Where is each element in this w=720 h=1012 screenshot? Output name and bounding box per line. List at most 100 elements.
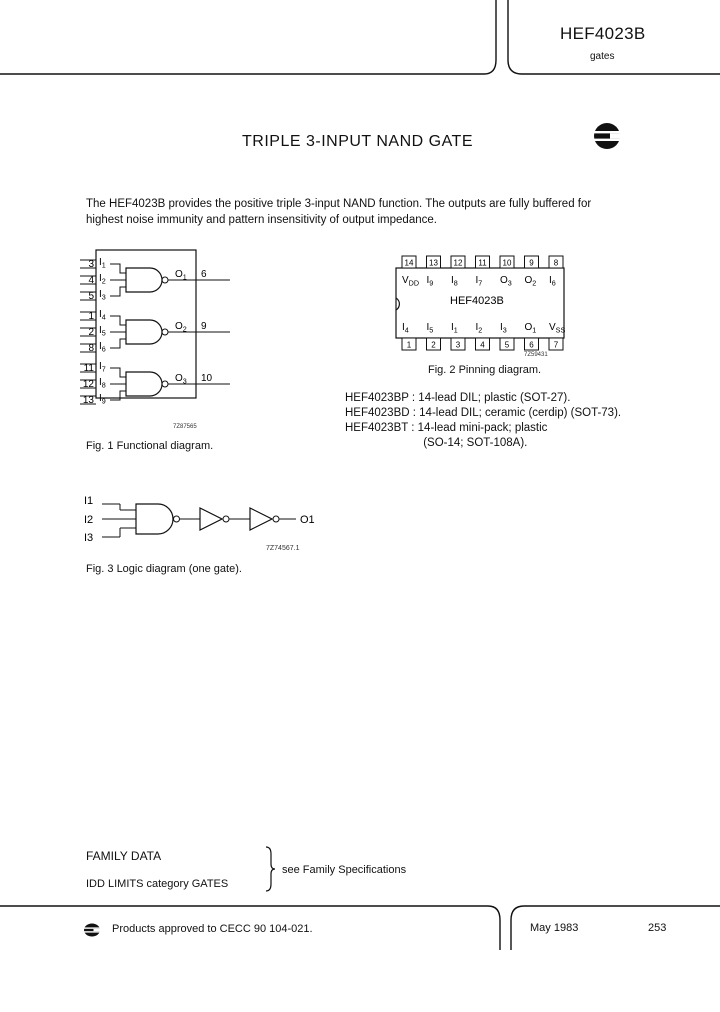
bottom-pin-number: 5 [505, 341, 510, 350]
inverter-bubble-icon [161, 328, 169, 336]
fig1-pin-number: 5 [88, 291, 94, 302]
top-pin-box [475, 255, 490, 269]
ordering-info: HEF4023BP : 14-lead DIL; plastic (SOT-27… [345, 391, 621, 451]
fig1-input-label: I1 [99, 257, 106, 270]
fig1-input-label: I5 [99, 325, 106, 338]
top-pin-label: VDD [402, 275, 419, 288]
top-pin-number: 14 [405, 259, 414, 268]
chip-label: HEF4023B [450, 295, 504, 307]
bottom-pin-box [524, 337, 539, 351]
fig1-pin-number: 3 [88, 259, 94, 270]
logic-input-1: I1 [84, 495, 93, 507]
publication-date: May 1983 [530, 922, 579, 934]
bottom-pin-label: I1 [451, 322, 458, 335]
philips-logo-icon [593, 123, 621, 149]
logic-output: O1 [300, 514, 315, 526]
fig1-output-label: O3 [175, 373, 187, 386]
top-pin-box [450, 255, 466, 269]
see-family-specs: see Family Specifications [282, 864, 407, 876]
fig1-caption: Fig. 1 Functional diagram. [86, 440, 214, 452]
bottom-pin-number: 1 [407, 341, 412, 350]
top-pin-box [401, 255, 417, 269]
philips-logo-small-icon [84, 923, 100, 937]
top-pin-label: I6 [549, 275, 556, 288]
page-number: 253 [648, 922, 667, 934]
top-pin-number: 13 [429, 259, 438, 268]
bottom-pin-box [475, 337, 490, 351]
ordering-row: HEF4023BP : 14-lead DIL; plastic (SOT-27… [345, 392, 571, 404]
bottom-pin-number: 7 [554, 341, 559, 350]
bottom-pin-number: 4 [480, 341, 485, 350]
fig3-caption: Fig. 3 Logic diagram (one gate). [86, 563, 242, 575]
bottom-pin-box [401, 337, 417, 351]
fig1-pin-number: 8 [88, 343, 94, 354]
nand-gate-icon [125, 319, 163, 345]
bottom-pin-label: I2 [476, 322, 483, 335]
fig1-input-label: I6 [99, 341, 106, 354]
fig1-input-label: I2 [99, 273, 106, 286]
fig1-pin-number: 4 [88, 275, 94, 286]
inverter-bubble-icon [161, 380, 169, 388]
fig1-input-label: I8 [99, 377, 106, 390]
part-number: HEF4023B [560, 24, 646, 43]
brace-icon [265, 846, 276, 892]
fig2-caption: Fig. 2 Pinning diagram. [428, 364, 542, 376]
top-pin-number: 8 [554, 259, 559, 268]
top-pin-box [499, 255, 515, 269]
fig2-code: 7Z59431 [524, 352, 548, 358]
top-pin-label: I8 [451, 275, 458, 288]
cecc-approval-note: Products approved to CECC 90 104-021. [112, 923, 313, 935]
top-pin-box [548, 255, 564, 269]
bottom-pin-label: I3 [500, 322, 507, 335]
pinning-diagram: 14VDD13I912I811I710O39O28I61I42I53I14I25… [395, 255, 565, 358]
bottom-pin-number: 6 [529, 341, 534, 350]
nand-gate-icon [125, 267, 163, 293]
ordering-row: (SO-14; SOT-108A). [420, 437, 528, 449]
top-pin-box [524, 255, 539, 269]
fig1-input-label: I3 [99, 289, 106, 302]
bottom-pin-label: I4 [402, 322, 409, 335]
bottom-pin-number: 3 [456, 341, 461, 350]
bottom-pin-label: VSS [549, 322, 565, 335]
fig1-input-label: I7 [99, 361, 106, 374]
logic-input-3: I3 [84, 532, 93, 544]
top-pin-label: O3 [500, 275, 512, 288]
page-title: TRIPLE 3-INPUT NAND GATE [242, 133, 473, 150]
bottom-pin-label: I5 [427, 322, 434, 335]
fig1-output-label: O1 [175, 269, 187, 282]
ordering-row: HEF4023BD : 14-lead DIL; ceramic (cerdip… [345, 407, 622, 419]
idd-limits-label: IDD LIMITS category GATES [86, 878, 229, 890]
fig1-pin-number: 12 [83, 379, 95, 390]
bottom-pin-box [499, 337, 515, 351]
fig1-output-pin: 6 [201, 269, 207, 280]
fig1-pin-number: 1 [88, 311, 94, 322]
category-label: gates [590, 51, 615, 62]
fig1-pin-number: 11 [84, 363, 95, 374]
top-pin-box [426, 255, 441, 269]
nand-gate-icon [125, 371, 163, 397]
logic-input-2: I2 [84, 514, 93, 526]
bottom-pin-number: 2 [431, 341, 436, 350]
top-pin-label: O2 [525, 275, 537, 288]
inverter-bubble-icon [161, 276, 169, 284]
top-pin-label: I7 [476, 275, 483, 288]
bottom-pin-box [450, 337, 466, 351]
fig1-pin-number: 13 [83, 395, 95, 406]
fig1-input-label: I9 [99, 393, 106, 406]
fig1-code: 7Z87565 [173, 424, 197, 430]
top-pin-number: 11 [478, 259, 487, 268]
logic-diagram: I1 I2 I3 O1 7Z74567.1 [84, 495, 315, 552]
fig1-output-label: O2 [175, 321, 187, 334]
top-pin-number: 12 [454, 259, 463, 268]
bottom-pin-box [548, 337, 564, 351]
fig1-input-label: I4 [99, 309, 106, 322]
top-pin-number: 10 [503, 259, 512, 268]
intro-paragraph: The HEF4023B provides the positive tripl… [86, 198, 592, 226]
ordering-row: HEF4023BT : 14-lead mini-pack; plastic [345, 422, 548, 434]
fig1-output-pin: 10 [201, 373, 213, 384]
family-data-label: FAMILY DATA [86, 849, 162, 863]
fig1-pin-number: 2 [88, 327, 94, 338]
top-pin-label: I9 [427, 275, 434, 288]
bottom-pin-box [426, 337, 441, 351]
